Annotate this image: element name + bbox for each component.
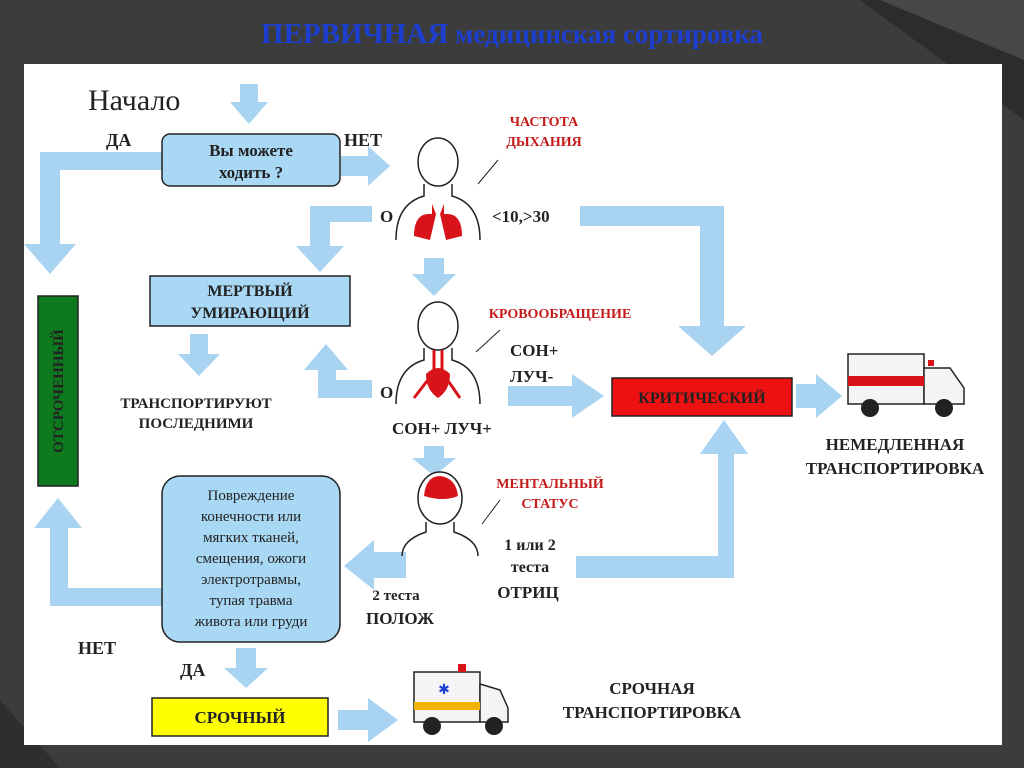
- diagram-panel: Начало ДА НЕТ Вы можете ходить ? ЧАСТОТА…: [24, 64, 1002, 745]
- injury-line: мягких тканей,: [203, 530, 299, 546]
- two-tests-label: 2 теста: [372, 588, 420, 604]
- mental-line1: МЕНТАЛЬНЫЙ: [496, 475, 604, 492]
- dead-box: [149, 275, 351, 327]
- arrow-breath-zero: [296, 206, 372, 272]
- flow-arrows: [24, 84, 842, 742]
- breathing-label-line1: ЧАСТОТА: [510, 115, 579, 130]
- injury-line: тупая травма: [210, 593, 293, 609]
- breathing-pointer: [477, 159, 499, 185]
- dead-line1: МЕРТВЫЙ: [207, 281, 293, 300]
- ambulance-immediate-icon: [847, 353, 965, 417]
- no-label-bottom: НЕТ: [78, 638, 116, 658]
- arrow-start-down: [230, 84, 268, 124]
- dead-line2: УМИРАЮЩИЙ: [190, 303, 310, 322]
- arrow-dead-down: [178, 334, 220, 376]
- brain-icon: [424, 476, 458, 499]
- urgent-transport-line1: СРОЧНАЯ: [609, 679, 695, 698]
- deferred-label: ОТСРОЧЕННЫЙ: [50, 329, 67, 453]
- arrow-lungs-down: [412, 258, 456, 296]
- triage-flowchart: Начало ДА НЕТ Вы можете ходить ? ЧАСТОТА…: [24, 84, 985, 742]
- breathing-figure: [395, 137, 481, 241]
- one-or-two-line2: теста: [511, 559, 549, 576]
- arrow-mental-neg: [576, 420, 748, 578]
- injury-line: конечности или: [201, 509, 301, 525]
- breathing-rate: <10,>30: [492, 207, 550, 226]
- one-or-two-line1: 1 или 2: [504, 537, 555, 554]
- mental-line2: СТАТУС: [521, 497, 578, 512]
- circulation-figure: [395, 301, 481, 405]
- son-plus: СОН+: [510, 341, 558, 360]
- arrow-to-critical: [508, 374, 604, 418]
- yes-label-bottom: ДА: [180, 660, 205, 680]
- injury-line: Повреждение: [208, 488, 295, 504]
- injury-text: Повреждение конечности или мягких тканей, с…: [194, 488, 308, 630]
- mental-figure: [401, 471, 479, 557]
- title-rest: медицинская сортировка: [455, 19, 763, 49]
- luch-minus: ЛУЧ-: [510, 367, 554, 386]
- title-caps: ПЕРВИЧНАЯ: [261, 18, 449, 50]
- urgent-transport-line2: ТРАНСПОРТИРОВКА: [563, 703, 742, 722]
- walk-question-line2: ходить ?: [219, 163, 283, 182]
- transport-last-line1: ТРАНСПОРТИРУЮТ: [120, 396, 271, 412]
- no-label-top: НЕТ: [344, 130, 382, 150]
- start-label: Начало: [88, 84, 180, 117]
- arrow-heart-down: [412, 446, 456, 476]
- walk-question-box: [161, 133, 341, 187]
- critical-label: КРИТИЧЕСКИЙ: [638, 388, 766, 407]
- critical-box: [611, 377, 793, 417]
- immediate-line2: ТРАНСПОРТИРОВКА: [806, 459, 985, 478]
- arrow-urgent-amb: [338, 698, 398, 742]
- lungs-icon: [414, 204, 462, 240]
- injury-line: смещения, ожоги: [196, 551, 306, 567]
- transport-last-line2: ПОСЛЕДНИМИ: [139, 416, 254, 432]
- arrow-rate-critical: [580, 206, 746, 356]
- injury-box: [161, 475, 341, 643]
- arrow-injury-yes: [224, 648, 268, 688]
- son-luch-plus: СОН+ ЛУЧ+: [392, 419, 492, 438]
- negative-label: ОТРИЦ: [497, 583, 558, 602]
- slide-title: ПЕРВИЧНАЯ медицинская сортировка: [0, 18, 1024, 51]
- positive-label: ПОЛОЖ: [366, 609, 434, 628]
- breathing-label-line2: ДЫХАНИЯ: [506, 135, 582, 150]
- arrow-mental-pos: [344, 540, 406, 590]
- urgent-box: [151, 697, 329, 737]
- injury-line: электротравмы,: [201, 572, 301, 588]
- walk-question-line1: Вы можете: [209, 141, 293, 160]
- urgent-label: СРОЧНЫЙ: [195, 708, 286, 727]
- breathing-zero: О: [380, 207, 393, 226]
- arrow-walk-yes: [24, 152, 162, 274]
- arrow-walk-no: [341, 146, 390, 186]
- injury-line: живота или груди: [194, 614, 308, 630]
- circulation-zero: О: [380, 383, 393, 402]
- deferred-bar: [37, 295, 79, 487]
- svg-text:✱: ✱: [438, 683, 450, 698]
- mental-pointer: [481, 499, 501, 525]
- yes-label-top: ДА: [106, 130, 131, 150]
- circulation-pointer: [475, 329, 501, 353]
- arrow-circ-zero: [304, 344, 372, 398]
- arrow-injury-no: [34, 498, 162, 606]
- circulation-label: КРОВООБРАЩЕНИЕ: [489, 307, 632, 322]
- ambulance-urgent-icon: ✱: [413, 664, 509, 735]
- immediate-line1: НЕМЕДЛЕННАЯ: [826, 435, 965, 454]
- arrow-critical-amb: [796, 374, 842, 418]
